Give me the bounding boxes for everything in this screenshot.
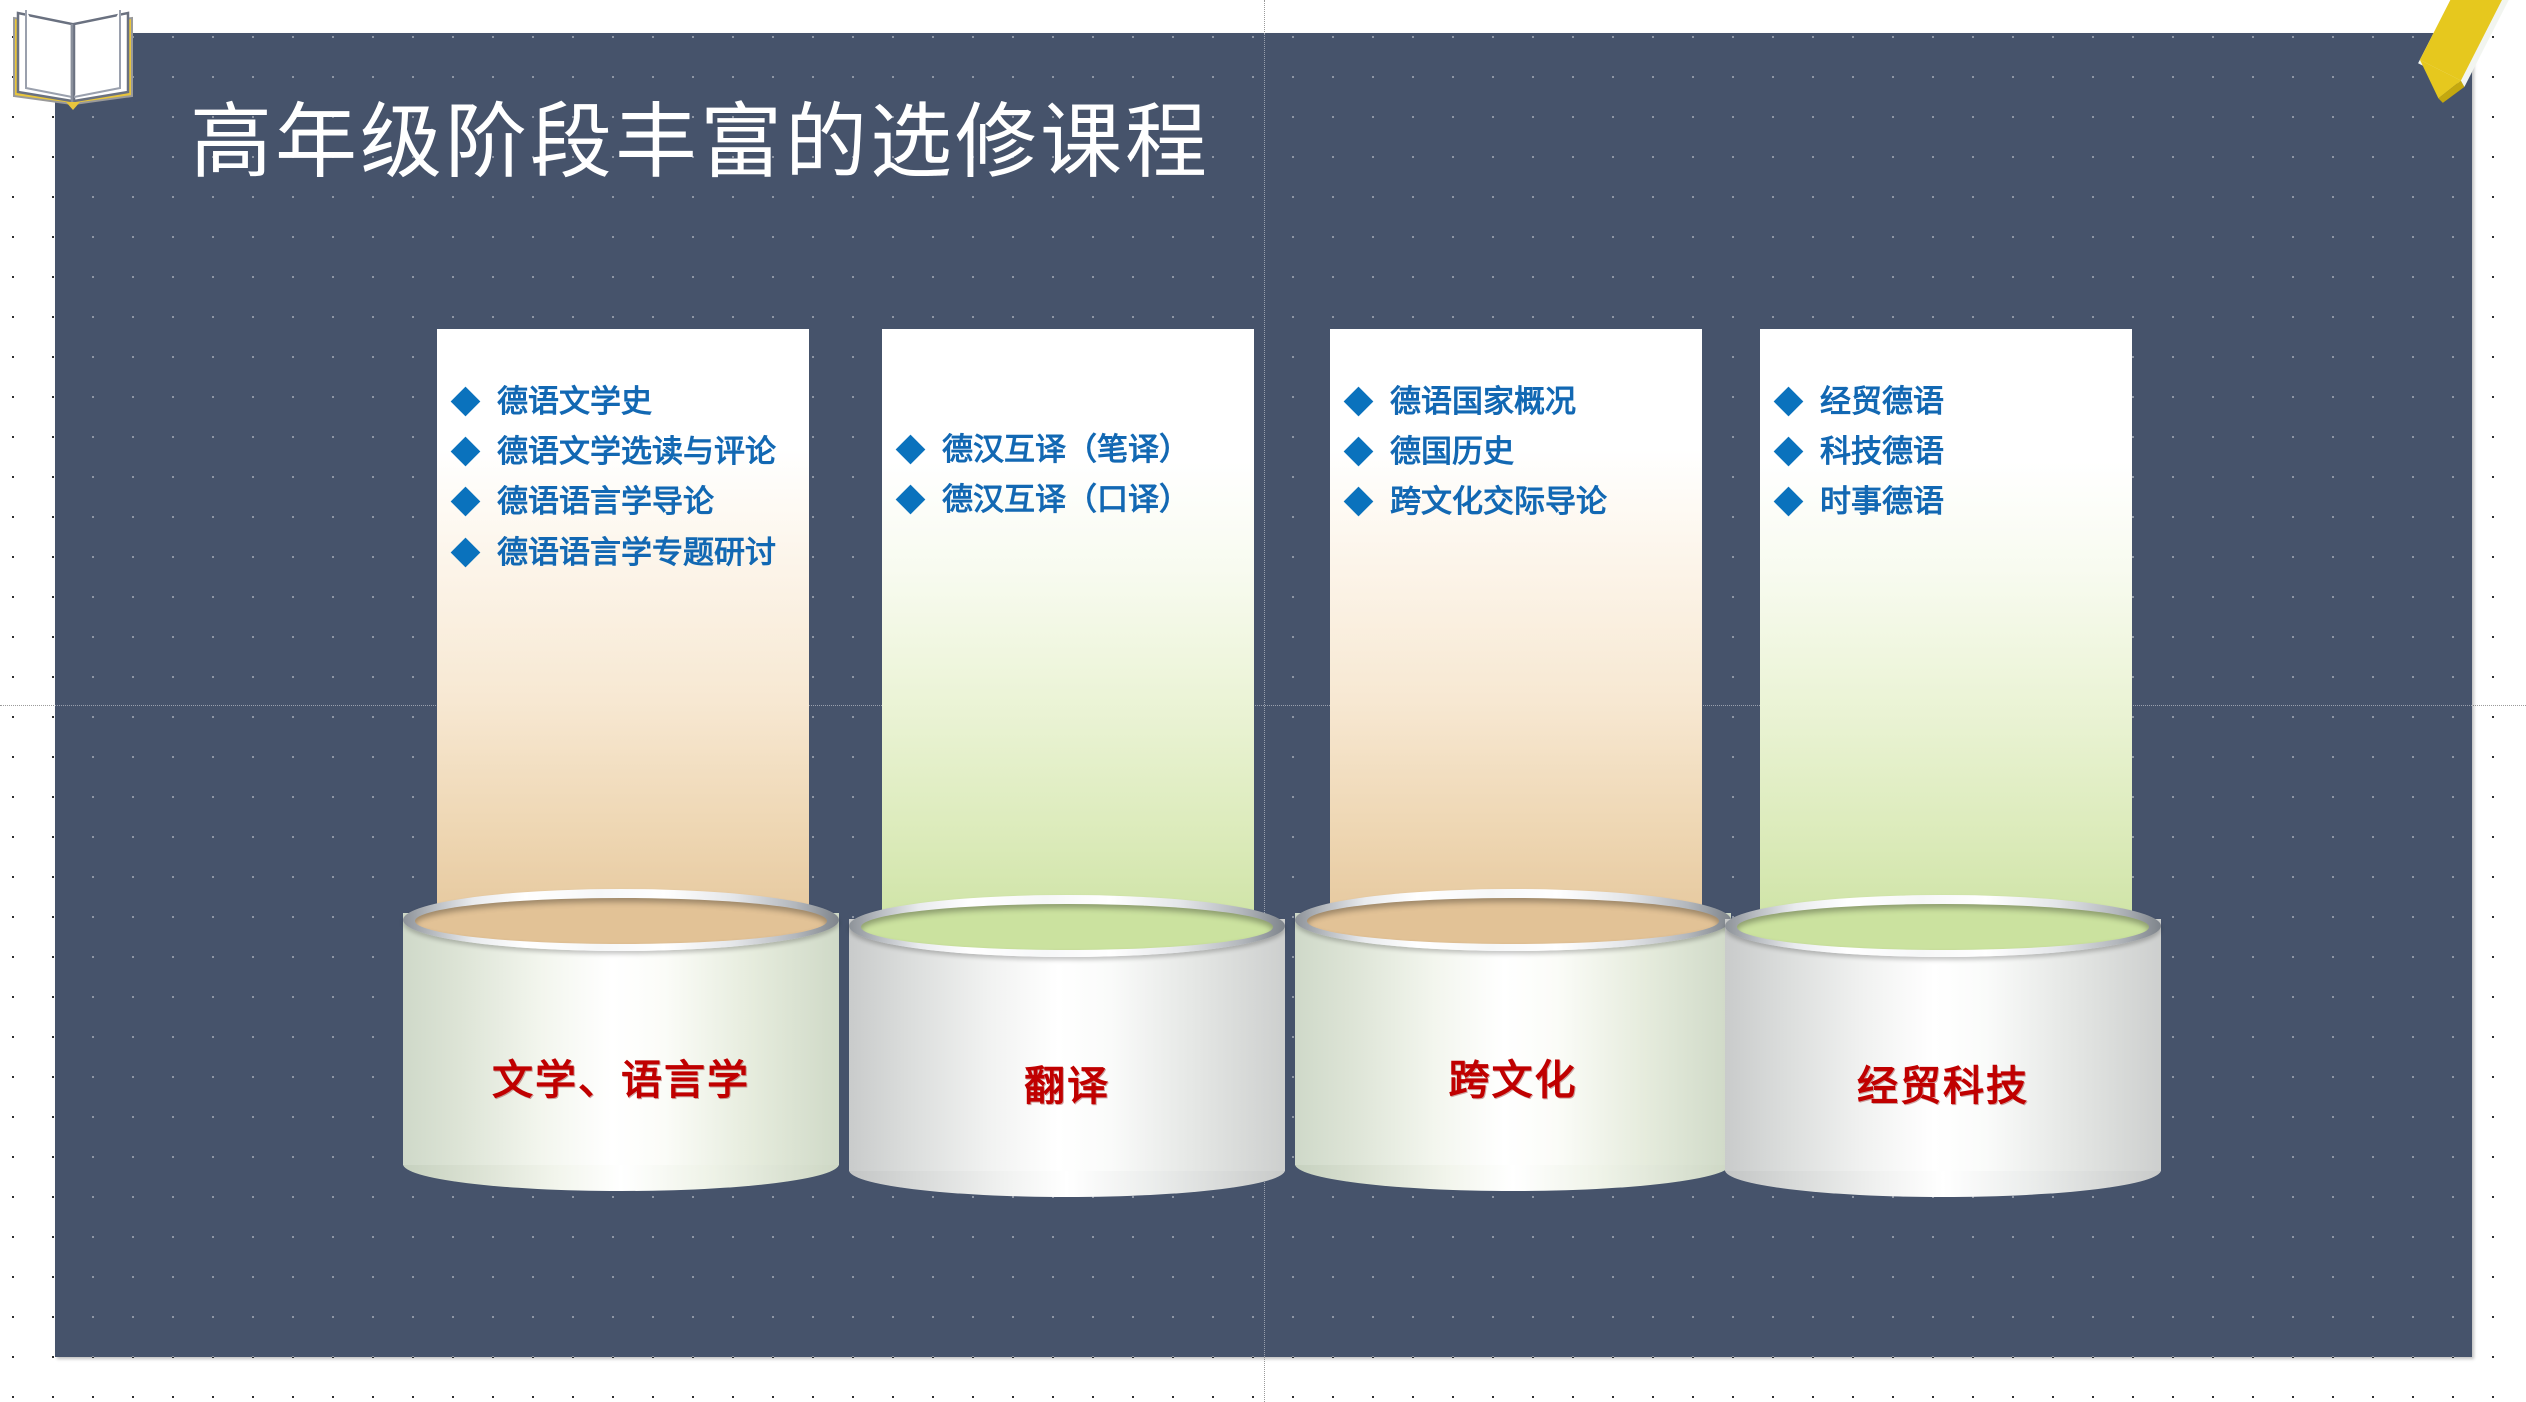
course-panel-translation[interactable]: 德汉互译（笔译） 德汉互译（口译）	[882, 329, 1254, 929]
cylinder-opening	[1307, 898, 1719, 944]
diamond-bullet-icon	[1343, 436, 1374, 467]
course-panel-intercultural[interactable]: 德语国家概况德国历史跨文化交际导论	[1330, 329, 1702, 929]
course-list-item: 德国历史	[1343, 427, 1684, 477]
course-list-item: 跨文化交际导论	[1343, 477, 1684, 527]
course-list: 德语文学史德语文学选读与评论德语语言学导论德语语言学专题研讨	[450, 377, 791, 578]
diamond-bullet-icon	[450, 436, 481, 467]
category-label-translation: 翻译	[1024, 1063, 1110, 1110]
open-book-icon	[8, 4, 138, 112]
diamond-bullet-icon	[450, 537, 481, 568]
course-name: 时事德语	[1820, 484, 1944, 520]
cylinder-body	[403, 913, 839, 1165]
diamond-bullet-icon	[1773, 436, 1804, 467]
diamond-bullet-icon	[895, 484, 926, 515]
diamond-bullet-icon	[450, 487, 481, 517]
cylinder-body	[849, 919, 1285, 1171]
cylinder-metal-rim	[1725, 895, 2161, 957]
course-list-item: 德汉互译（笔译）	[895, 425, 1236, 475]
category-label-intercultural: 跨文化	[1448, 1057, 1578, 1104]
course-name: 德语文学选读与评论	[497, 434, 776, 470]
diamond-bullet-icon	[1343, 487, 1374, 517]
course-list-item: 科技德语	[1773, 427, 2114, 477]
course-list-item: 德汉互译（口译）	[895, 475, 1236, 525]
course-list-item: 德语语言学专题研讨	[450, 528, 791, 578]
course-name: 经贸德语	[1820, 384, 1944, 419]
course-list-item: 德语国家概况	[1343, 377, 1684, 427]
column-business-technology[interactable]: 经贸德语科技德语时事德语经贸科技	[55, 33, 2472, 1357]
course-name: 德语国家概况	[1390, 384, 1576, 419]
course-list-item: 时事德语	[1773, 477, 2114, 527]
cylinder-base-intercultural[interactable]: 跨文化	[1295, 889, 1731, 1191]
diamond-bullet-icon	[1343, 386, 1374, 417]
cylinder-metal-rim	[403, 889, 839, 951]
course-name: 跨文化交际导论	[1390, 484, 1607, 520]
course-name: 德语语言学导论	[497, 484, 714, 520]
page-title[interactable]: 高年级阶段丰富的选修课程	[190, 97, 1211, 188]
category-label-literature-linguistics: 文学、语言学	[492, 1057, 750, 1104]
course-list-item: 德语文学选读与评论	[450, 427, 791, 477]
category-label-business-technology: 经贸科技	[1857, 1063, 2029, 1110]
cylinder-base-business-technology[interactable]: 经贸科技	[1725, 895, 2161, 1197]
cylinder-metal-rim	[849, 895, 1285, 957]
column-translation[interactable]: 德汉互译（笔译） 德汉互译（口译） 翻译	[55, 33, 2472, 1357]
pencil-icon	[2398, 0, 2526, 120]
course-panel-business-technology[interactable]: 经贸德语科技德语时事德语	[1760, 329, 2132, 929]
course-name: 德语文学史	[497, 384, 652, 419]
cylinder-opening	[1737, 904, 2149, 950]
cylinder-body	[1295, 913, 1731, 1165]
course-list-item: 德语语言学导论	[450, 477, 791, 527]
cylinder-base-literature-linguistics[interactable]: 文学、语言学	[403, 889, 839, 1191]
course-name: 德汉互译（笔译）	[942, 432, 1190, 467]
diamond-bullet-icon	[1773, 487, 1804, 517]
column-literature-linguistics[interactable]: 德语文学史德语文学选读与评论德语语言学导论德语语言学专题研讨文学、语言学	[55, 33, 2472, 1357]
cylinder-opening	[861, 904, 1273, 950]
cylinder-metal-rim	[1295, 889, 1731, 951]
column-intercultural[interactable]: 德语国家概况德国历史跨文化交际导论跨文化	[55, 33, 2472, 1357]
course-list: 经贸德语科技德语时事德语	[1773, 377, 2114, 528]
cylinder-base-translation[interactable]: 翻译	[849, 895, 1285, 1197]
course-name: 德语语言学专题研讨	[497, 534, 776, 570]
diamond-bullet-icon	[895, 434, 926, 465]
course-panel-literature-linguistics[interactable]: 德语文学史德语文学选读与评论德语语言学导论德语语言学专题研讨	[437, 329, 809, 929]
course-list: 德语国家概况德国历史跨文化交际导论	[1343, 377, 1684, 528]
cylinder-body	[1725, 919, 2161, 1171]
course-list-item: 经贸德语	[1773, 377, 2114, 427]
course-list: 德汉互译（笔译） 德汉互译（口译）	[895, 425, 1236, 525]
slide-surface[interactable]: 高年级阶段丰富的选修课程 德语文学史德语文学选读与评论德语语言学导论德语语言学专…	[55, 33, 2472, 1357]
course-name: 德国历史	[1390, 434, 1514, 470]
course-name: 德汉互译（口译）	[942, 482, 1190, 518]
diamond-bullet-icon	[450, 386, 481, 417]
course-list-item: 德语文学史	[450, 377, 791, 427]
cylinder-opening	[415, 898, 827, 944]
diamond-bullet-icon	[1773, 386, 1804, 417]
course-name: 科技德语	[1820, 434, 1944, 470]
